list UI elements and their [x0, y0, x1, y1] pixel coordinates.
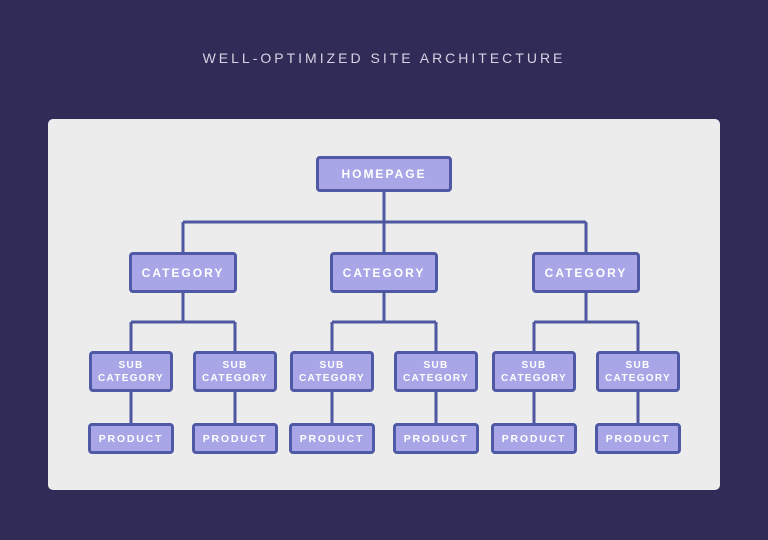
homepage-node: HOMEPAGE: [316, 156, 452, 192]
subcategory-node-1: SUB CATEGORY: [89, 351, 173, 392]
page-title: WELL-OPTIMIZED SITE ARCHITECTURE: [202, 50, 566, 66]
product-node-5: PRODUCT: [491, 423, 577, 454]
subcategory-node-2: SUB CATEGORY: [193, 351, 277, 392]
product-node-2: PRODUCT: [192, 423, 278, 454]
product-node-6: PRODUCT: [595, 423, 681, 454]
diagram-connectors: [129, 192, 640, 423]
diagram-panel: HOMEPAGE CATEGORY CATEGORY CATEGORY SUB …: [48, 119, 720, 490]
subcategory-node-3: SUB CATEGORY: [290, 351, 374, 392]
category-node-3: CATEGORY: [532, 252, 640, 293]
subcategory-node-4: SUB CATEGORY: [394, 351, 478, 392]
category-node-1: CATEGORY: [129, 252, 237, 293]
product-node-4: PRODUCT: [393, 423, 479, 454]
subcategory-node-6: SUB CATEGORY: [596, 351, 680, 392]
product-node-3: PRODUCT: [289, 423, 375, 454]
connector-lines: [129, 192, 640, 423]
product-node-1: PRODUCT: [88, 423, 174, 454]
subcategory-node-5: SUB CATEGORY: [492, 351, 576, 392]
category-node-2: CATEGORY: [330, 252, 438, 293]
